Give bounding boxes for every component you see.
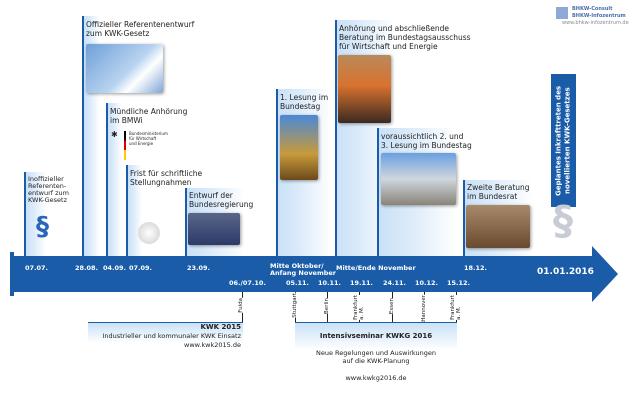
date-6: Mitte Oktober/ Anfang November — [270, 262, 337, 277]
event-text-1: Inoffizieller Referenten- entwurf zum KW… — [28, 175, 69, 204]
ministry-text: Bundesministerium für Wirtschaft und Ene… — [129, 131, 168, 146]
logo-line2: BHKW-Infozentrum — [572, 13, 626, 19]
event-text-2: Offizieller Referentenentwurf zum KWK-Ge… — [86, 20, 195, 38]
seminar-date-fulda: 06./07.10. — [229, 279, 266, 287]
city-berlin: Berlin — [324, 298, 330, 314]
bundestag-plenary-image — [188, 213, 240, 245]
justitia-image — [86, 44, 163, 93]
city-hannover: Hannover — [421, 295, 427, 322]
event-bar-3 — [106, 103, 122, 258]
date-3: 04.09. — [103, 264, 127, 272]
city-frankfurt-2: Frankfurt a. M. — [450, 295, 462, 320]
date-7: Mitte/Ende November — [336, 264, 416, 272]
kwk2015-title: KWK 2015 — [200, 323, 242, 331]
city-stuttgart: Stuttgart — [292, 293, 298, 318]
logo-url: www.bhkw-infozentrum.de — [562, 20, 629, 26]
logo-icon — [556, 7, 568, 19]
final-event-box: Geplantes Inkrafttreten des novellierten… — [551, 74, 576, 207]
final-date: 01.01.2016 — [537, 267, 594, 277]
kwk2015-link[interactable]: www.kwk2015.de — [184, 341, 241, 349]
seminar-date-hannover: 10.12. — [415, 279, 439, 287]
kwkg2016-title: Intensivseminar KWKG 2016 — [319, 331, 433, 340]
date-4: 07.09. — [129, 264, 153, 272]
date-5: 23.09. — [187, 264, 211, 272]
kwk2015-subtitle: Industrieller und kommunaler KWK Einsatz — [102, 332, 241, 340]
event-text-7: Anhörung und abschließende Beratung im B… — [339, 24, 471, 51]
city-frankfurt-1: Frankfurt a. M. — [353, 295, 365, 320]
kwkg2016-link[interactable]: www.kwkg2016.de — [345, 374, 407, 382]
seminar-date-frankfurt-2: 15.12. — [447, 279, 471, 287]
date-2: 28.08. — [75, 264, 99, 272]
seminar-date-berlin: 10.11. — [318, 279, 342, 287]
reichstag-dome-image — [381, 153, 456, 205]
timeline-arrow-head — [592, 246, 618, 302]
event-text-9: Zweite Beratung im Bundesrat — [467, 183, 530, 201]
final-event-text: Geplantes Inkrafttreten des novellierten… — [554, 85, 572, 196]
event-text-3: Mündliche Anhörung im BMWi — [110, 107, 188, 125]
event-text-8: voraussichtlich 2. und 3. Lesung im Bund… — [381, 132, 472, 150]
figure-with-watch-icon — [138, 222, 160, 244]
seminar-date-essen: 24.11. — [383, 279, 407, 287]
seminar-date-stuttgart: 05.11. — [286, 279, 310, 287]
event-bar-1 — [24, 172, 46, 258]
city-essen: Essen — [389, 298, 395, 315]
logo-line1: BHKW-Consult — [572, 6, 613, 12]
timeline-arrow — [10, 256, 595, 292]
event-text-5: Entwurf der Bundesregierung — [189, 191, 254, 209]
date-1: 07.07. — [25, 264, 49, 272]
paragraph-globe-icon: § — [553, 198, 573, 244]
paragraph-figure-icon: § — [36, 212, 49, 242]
bundesrat-image — [466, 205, 530, 248]
date-9: 18.12. — [464, 264, 488, 272]
logo: BHKW-Consult BHKW-Infozentrum www.bhkw-i… — [556, 6, 629, 27]
eagle-icon: ✱ — [111, 130, 118, 139]
city-fulda: Fulda — [238, 298, 244, 313]
event-text-6: 1. Lesung im Bundestag — [280, 93, 329, 111]
event-text-4: Frist für schriftliche Stellungnahmen — [130, 169, 203, 187]
kwkg2016-subtitle: Neue Regelungen und Auswirkungen auf die… — [316, 348, 436, 366]
flag-stripe — [124, 131, 126, 160]
reichstag-image — [280, 115, 318, 180]
kwk2015-box[interactable]: KWK 2015 Industrieller und kommunaler KW… — [88, 322, 243, 356]
kwkg2016-box[interactable]: Intensivseminar KWKG 2016 Neue Regelunge… — [295, 322, 457, 382]
seminar-date-frankfurt-1: 19.11. — [350, 279, 374, 287]
committee-room-image — [338, 55, 391, 123]
